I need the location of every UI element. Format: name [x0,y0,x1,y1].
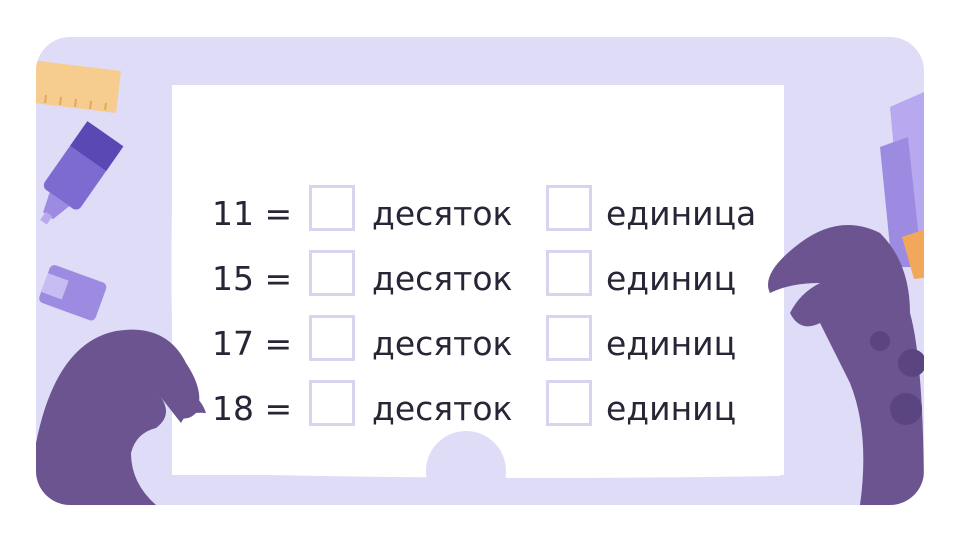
ruler-icon [36,60,121,113]
dino-left-hand-icon [36,329,206,505]
tens-answer-box[interactable] [309,250,355,296]
ones-word: единица [606,194,757,233]
row-11: 11 = десяток единица [172,185,784,237]
tens-word: десяток [372,389,513,428]
row-17: 17 = десяток единиц [172,315,784,367]
tens-answer-box[interactable] [309,380,355,426]
ones-word: единиц [606,324,737,363]
ones-answer-box[interactable] [546,380,592,426]
tens-answer-box[interactable] [309,315,355,361]
tens-word: десяток [372,259,513,298]
worksheet-edge [171,85,781,481]
tens-word: десяток [372,324,513,363]
equation-label: 15 = [212,259,293,298]
ones-answer-box[interactable] [546,315,592,361]
ones-answer-box[interactable] [546,185,592,231]
dino-right-icon [768,225,924,505]
tens-word: десяток [372,194,513,233]
equation-label: 17 = [212,324,293,363]
worksheet: 11 = десяток единица 15 = десяток единиц… [171,85,784,481]
slide-frame: 11 = десяток единица 15 = десяток единиц… [36,37,924,505]
equation-label: 11 = [212,194,293,233]
row-18: 18 = десяток единиц [172,380,784,432]
glue-bottle-icon [40,121,124,225]
books-icon [880,92,924,279]
eraser-icon [39,265,107,321]
ones-answer-box[interactable] [546,250,592,296]
tens-answer-box[interactable] [309,185,355,231]
row-15: 15 = десяток единиц [172,250,784,302]
equation-label: 18 = [212,389,293,428]
ones-word: единиц [606,259,737,298]
ones-word: единиц [606,389,737,428]
